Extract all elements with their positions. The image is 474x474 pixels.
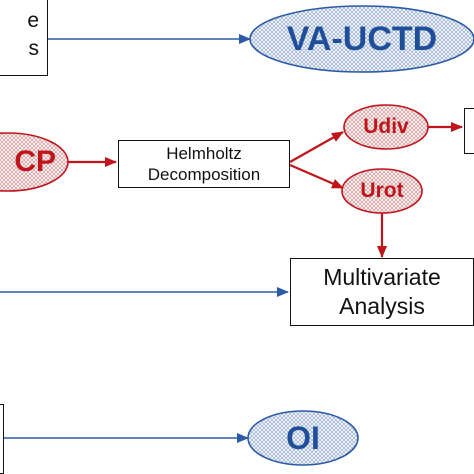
arrow-helmholtz-to-urot <box>289 163 344 190</box>
cp-label: CP <box>14 145 56 178</box>
helmholtz-line1: Helmholtz <box>166 144 242 163</box>
arrow-helmholtz-to-udiv <box>289 131 344 163</box>
multivariate-line2: Analysis <box>339 293 425 319</box>
helmholtz-line2: Decomposition <box>147 165 261 184</box>
right-edge-box <box>464 108 474 154</box>
oval-udiv <box>343 104 429 150</box>
udiv-label: Udiv <box>363 115 409 138</box>
urot-label: Urot <box>360 179 404 202</box>
oval-urot <box>341 168 423 214</box>
oval-cp <box>0 132 69 192</box>
top-left-box: e s <box>0 0 48 76</box>
multivariate-analysis-box: Multivariate Analysis <box>290 258 474 326</box>
top-left-box-line2: s <box>28 37 40 60</box>
oval-va-uctd <box>249 5 474 73</box>
top-left-box-line1: e <box>27 9 39 32</box>
bottom-left-box-edge <box>0 404 4 474</box>
va-uctd-label: VA-UCTD <box>286 20 438 58</box>
multivariate-line1: Multivariate <box>323 264 441 290</box>
oval-oi <box>247 410 359 466</box>
helmholtz-decomposition-box: Helmholtz Decomposition <box>118 140 290 188</box>
oi-label: OI <box>286 420 320 456</box>
